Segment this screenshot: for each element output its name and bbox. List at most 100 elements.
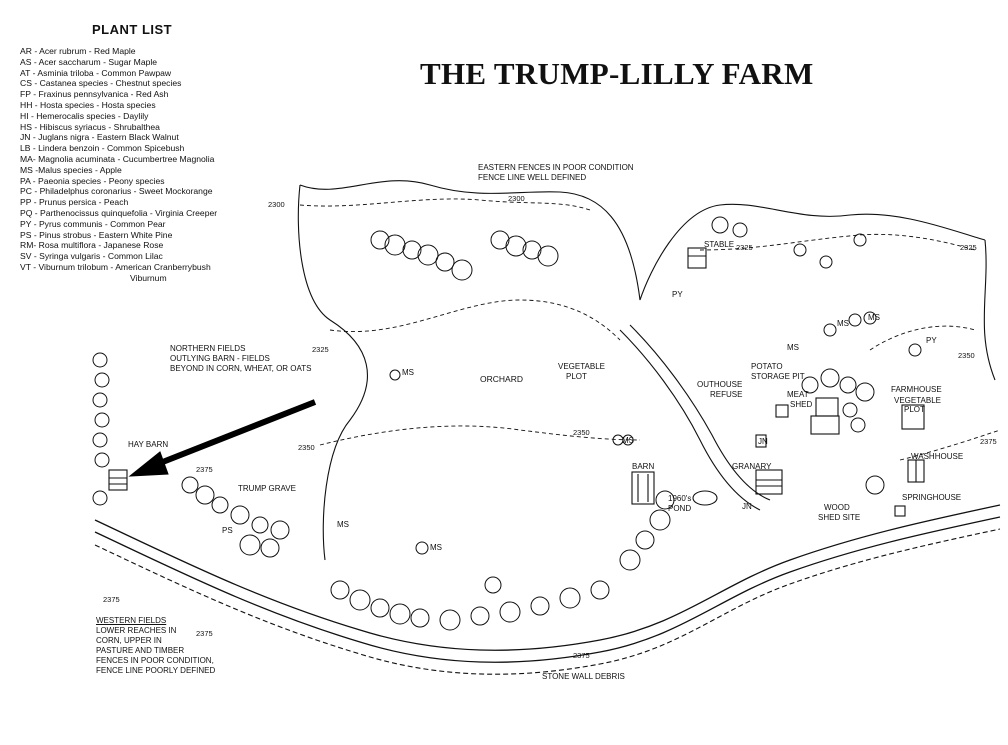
list-item: MS -Malus species - Apple: [20, 164, 122, 175]
orchard-trees: [389, 369, 634, 594]
contour-label: 2375: [573, 651, 590, 660]
list-item: PY - Pyrus communis - Common Pear: [20, 218, 166, 229]
western-fields-line: PASTURE AND TIMBER: [96, 646, 185, 655]
list-item: LB - Lindera benzoin - Common Spicebush: [20, 143, 185, 154]
western-fields-heading: WESTERN FIELDS: [96, 616, 167, 625]
western-fields-line: CORN, UPPER IN: [96, 636, 162, 645]
list-item: AT - Asminia triloba - Common Pawpaw: [20, 67, 172, 78]
western-fields-line: FENCES IN POOR CONDITION,: [96, 656, 214, 665]
contour-label: 2325: [736, 243, 753, 252]
plant-code-label: MS: [837, 319, 849, 328]
vegetable-plot-east: [901, 404, 925, 430]
plant-list: AR - Acer rubrum - Red Maple AS - Acer s…: [20, 46, 217, 284]
list-item-continuation: Viburnum: [130, 272, 167, 283]
contour-label: 2375: [103, 595, 120, 604]
orchard-label: ORCHARD: [480, 374, 523, 384]
list-item: CS - Castanea species - Chestnut species: [20, 78, 182, 89]
outhouse-building: [755, 434, 767, 448]
potato-pit-label-1: POTATO: [751, 362, 783, 371]
list-item: VT - Viburnum trilobum - American Cranbe…: [20, 261, 211, 272]
vegetable-plot-east-label-2: PLOT: [904, 405, 925, 414]
pond-label-1: 1960's: [668, 494, 692, 503]
plant-code-label: PY: [926, 336, 937, 345]
plant-code-label: MS: [622, 436, 634, 445]
plant-code-label: MS: [787, 343, 799, 352]
contour-label: 2300: [268, 200, 285, 209]
plant-code-label: JN: [742, 502, 752, 511]
plant-code-label: MS: [402, 368, 414, 377]
outhouse-label: OUTHOUSE: [697, 380, 743, 389]
contour-label: 2300: [508, 194, 525, 203]
trump-grave-label: TRUMP GRAVE: [238, 484, 296, 493]
springhouse-label: SPRINGHOUSE: [902, 493, 962, 502]
list-item: FP - Fraxinus pennsylvanica - Red Ash: [20, 89, 169, 100]
contour-label: 2375: [196, 465, 213, 474]
list-item: PQ - Parthenocissus quinquefolia - Virgi…: [20, 207, 218, 218]
meat-shed-label-2: SHED: [790, 400, 813, 409]
list-item: HI - Hemerocalis species - Daylily: [20, 110, 149, 121]
western-fields-line: LOWER REACHES IN: [96, 626, 177, 635]
tree-mass-south: [330, 490, 675, 631]
contour-label: 2350: [298, 443, 315, 452]
plant-code-label: PY: [672, 290, 683, 299]
list-item: RM- Rosa multiflora - Japanese Rose: [20, 240, 164, 251]
farmhouse-building: [815, 397, 839, 417]
tree-mass-east: [711, 216, 922, 495]
western-fields-note: WESTERN FIELDS LOWER REACHES IN CORN, UP…: [96, 616, 215, 676]
potato-pit-label-2: STORAGE PIT: [751, 372, 805, 381]
northern-boundary: [299, 180, 986, 301]
contour-label: 2350: [958, 351, 975, 360]
plant-code-label: PS: [222, 526, 233, 535]
vegetable-plot-label-2: PLOT: [566, 372, 587, 381]
road-inner: [94, 516, 1001, 663]
list-item: AS - Acer saccharum - Sugar Maple: [20, 56, 158, 67]
list-item: PP - Prunus persica - Peach: [20, 197, 129, 208]
farm-lane-2: [629, 324, 771, 501]
tree-mass-north: [370, 230, 559, 281]
stable-label: STABLE: [704, 240, 735, 249]
road-outer: [94, 504, 1001, 651]
west-boundary: [297, 184, 368, 561]
contour-label: 2375: [196, 629, 213, 638]
east-fence: [983, 239, 996, 381]
stable-building: [687, 247, 707, 269]
list-item: JN - Juglans nigra - Eastern Black Walnu…: [20, 132, 179, 143]
stone-wall-label: STONE WALL DEBRIS: [542, 672, 625, 681]
list-item: PC - Philadelphus coronarius - Sweet Moc…: [20, 186, 213, 197]
plant-code-label: MS: [430, 543, 442, 552]
hay-barn-arrow: [128, 399, 317, 477]
plant-list-heading: PLANT LIST: [92, 22, 173, 37]
list-item: PA - Paeonia species - Peony species: [20, 175, 165, 186]
hay-barn-label: HAY BARN: [128, 440, 169, 449]
list-item: HS - Hibiscus syriacus - Shrubalthea: [20, 121, 160, 132]
granary-building: [755, 469, 783, 495]
contour-label: 2325: [312, 345, 329, 354]
northern-fields-note-1: NORTHERN FIELDS: [170, 344, 246, 353]
list-item: MA- Magnolia acuminata - Cucumbertree Ma…: [20, 153, 215, 164]
barn-label: BARN: [632, 462, 655, 471]
springhouse-building: [894, 505, 906, 517]
western-fields-line: FENCE LINE POORLY DEFINED: [96, 666, 216, 675]
tree-mass-west: [92, 352, 110, 506]
contour-label: 2375: [980, 437, 997, 446]
woodshed-label-1: WOOD: [824, 503, 850, 512]
list-item: PS - Pinus strobus - Eastern White Pine: [20, 229, 173, 240]
farm-lane: [619, 329, 761, 511]
barn-building: [631, 471, 655, 505]
pond-label-2: POND: [668, 504, 692, 513]
farmhouse-label: FARMHOUSE: [891, 385, 942, 394]
northern-fields-note-2: OUTLYING BARN - FIELDS: [170, 354, 270, 363]
map-title: THE TRUMP-LILLY FARM: [420, 56, 814, 91]
pond: [692, 490, 718, 506]
meat-shed-label-1: MEAT: [787, 390, 809, 399]
washhouse-label: WASHHOUSE: [911, 452, 964, 461]
tree-mass-grave: [181, 476, 290, 558]
meat-shed-building: [775, 404, 789, 418]
plant-code-label: MS: [868, 313, 880, 322]
eastern-fence-note-1: EASTERN FENCES IN POOR CONDITION: [478, 163, 634, 172]
list-item: AR - Acer rubrum - Red Maple: [20, 46, 136, 56]
plant-code-label: MS: [337, 520, 349, 529]
plant-code-label: JN: [758, 437, 768, 446]
vegetable-plot-label-1: VEGETABLE: [558, 362, 605, 371]
